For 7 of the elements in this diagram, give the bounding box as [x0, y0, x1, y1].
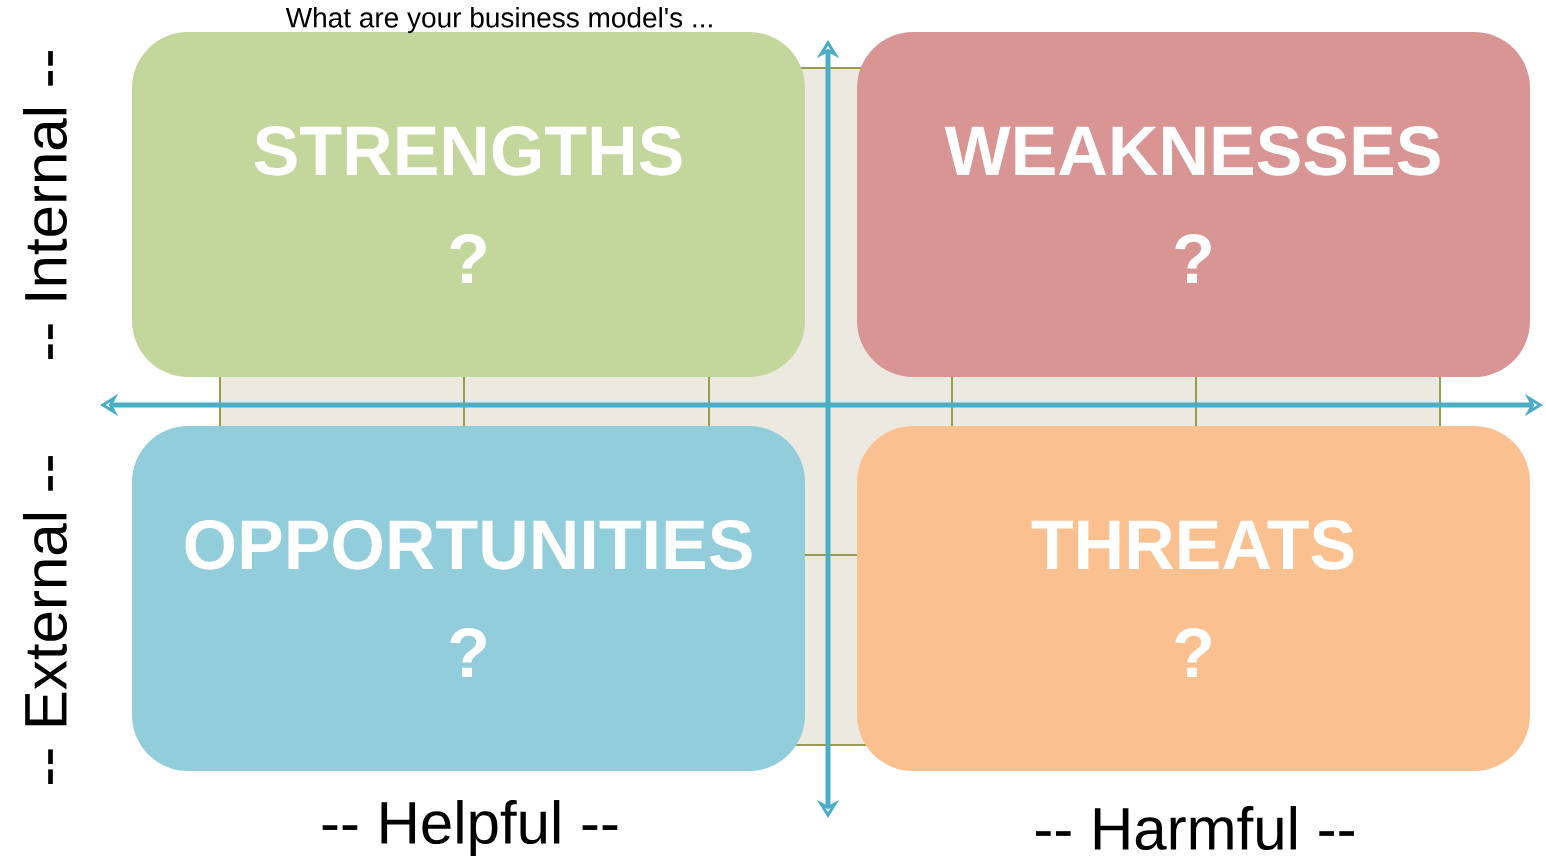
- quadrant-box: OPPORTUNITIES ?: [132, 426, 805, 771]
- quadrant-box: STRENGTHS ?: [132, 32, 805, 377]
- quadrant-box: WEAKNESSES ?: [857, 32, 1530, 377]
- axis-label: -- Internal --: [22, 51, 68, 360]
- axis-label: -- External --: [22, 456, 68, 785]
- title: What are your business model's ...: [285, 7, 712, 34]
- quadrant-box: THREATS ?: [857, 426, 1530, 771]
